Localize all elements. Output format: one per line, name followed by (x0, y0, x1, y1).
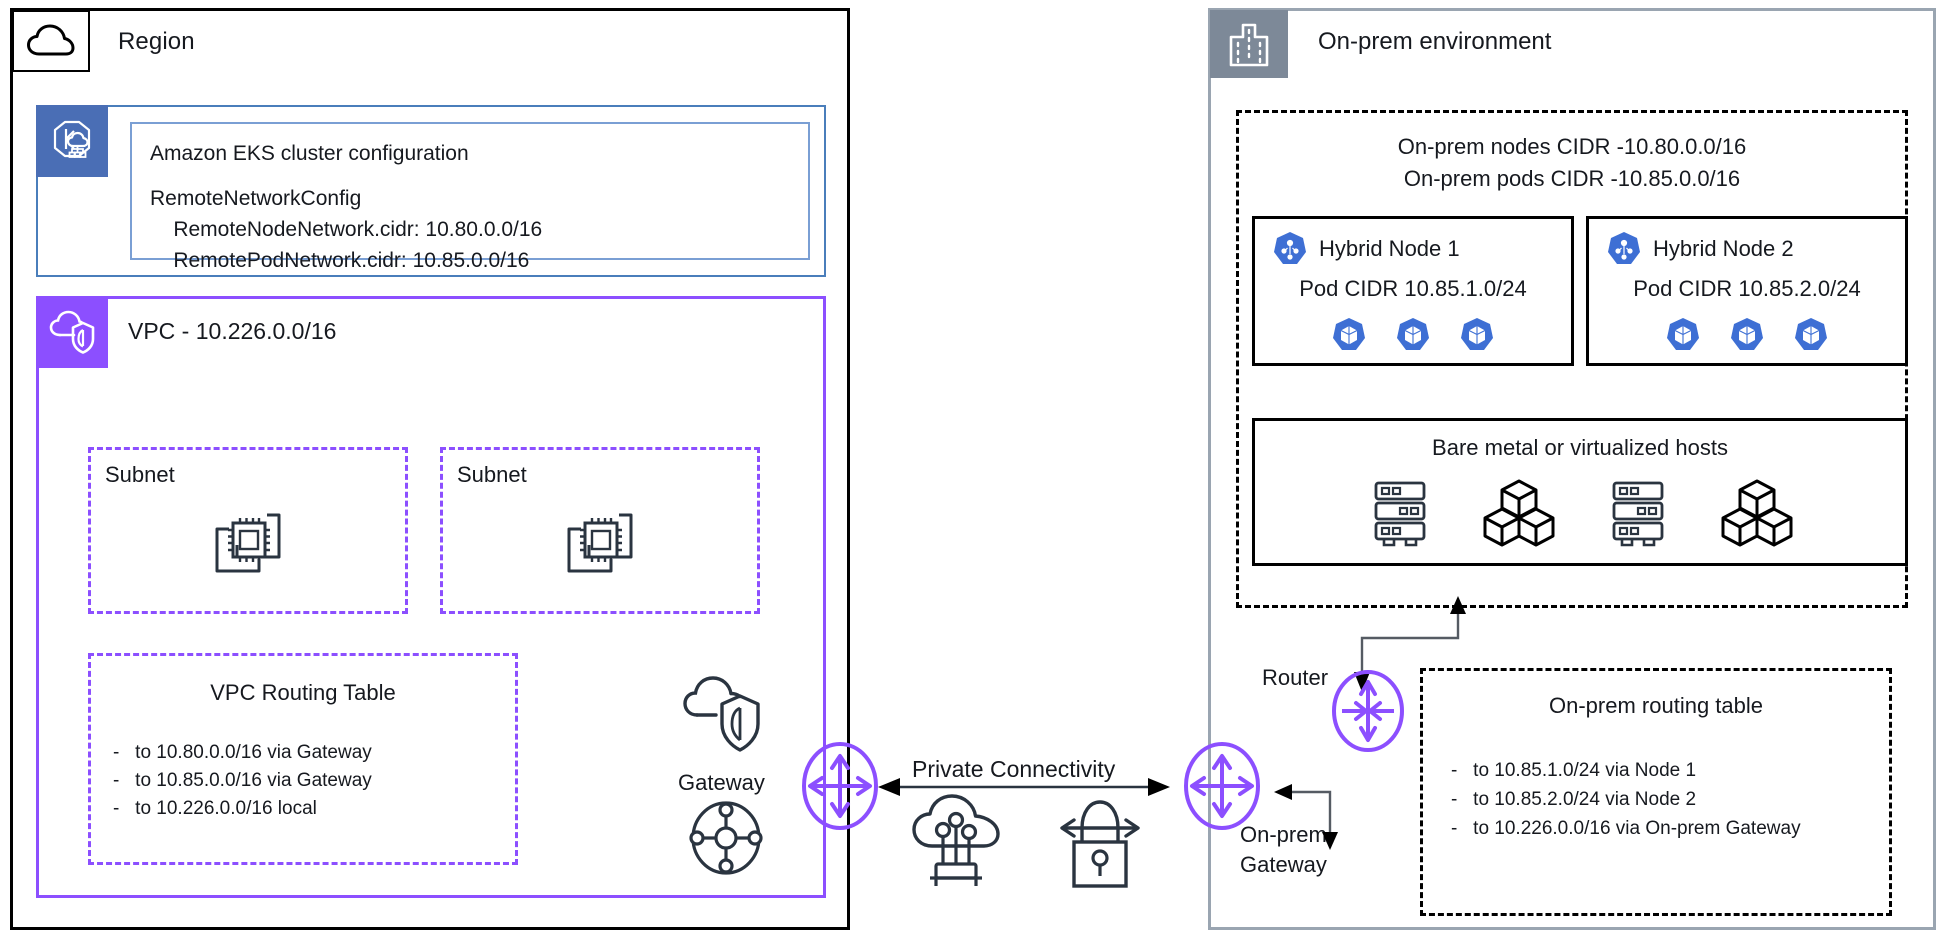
eks-config-line-1: RemoteNodeNetwork.cidr: 10.80.0.0/16 (150, 218, 543, 241)
onprem-nodes-cidr: On-prem nodes CIDR -10.80.0.0/16 (1397, 134, 1747, 159)
building-onprem-icon (1210, 10, 1288, 78)
ec2-instances-icon (559, 505, 641, 581)
router-to-gateway-connector (1268, 768, 1378, 858)
pod-icon (1332, 317, 1366, 353)
containers-cubes-icon (1721, 477, 1793, 549)
onprem-gateway-label-line2: Gateway (1240, 852, 1327, 877)
pod-icon (1730, 317, 1764, 353)
cloud-shield-gateway-icon (682, 672, 768, 756)
vpc-route-row: - to 10.85.0.0/16 via Gateway (113, 770, 372, 791)
private-connectivity-label: Private Connectivity (912, 756, 1116, 782)
vpn-lock-icon (1052, 790, 1148, 890)
private-connectivity-arrow (874, 775, 1174, 799)
network-hub-icon (688, 800, 764, 876)
hybrid-node-1: Hybrid Node 1 Pod CIDR 10.85.1.0/24 (1252, 216, 1574, 366)
onprem-route-row: - to 10.85.1.0/24 via Node 1 (1451, 760, 1697, 781)
direct-connect-cloud-icon (910, 790, 1004, 890)
bare-metal-hosts: Bare metal or virtualized hosts (1252, 418, 1908, 566)
containers-cubes-icon (1483, 477, 1555, 549)
hybrid-node-2-pods (1589, 317, 1905, 353)
router-label: Router (1262, 665, 1329, 690)
onprem-route-row: - to 10.226.0.0/16 via On-prem Gateway (1451, 818, 1801, 839)
server-rack-icon (1368, 477, 1432, 549)
eks-config-panel: Amazon EKS cluster configuration RemoteN… (130, 122, 810, 272)
subnet-2-label: Subnet (457, 462, 527, 487)
router-to-hosts-connector (1330, 596, 1466, 692)
ec2-instances-icon (207, 505, 289, 581)
onprem-title: On-prem environment (1318, 28, 1552, 55)
hybrid-node-2-pod-cidr: Pod CIDR 10.85.2.0/24 (1633, 276, 1861, 301)
onprem-gateway-router-icon (1182, 740, 1262, 832)
gateway-label: Gateway (678, 770, 765, 795)
pod-icon (1666, 317, 1700, 353)
vpc-title: VPC - 10.226.0.0/16 (128, 318, 337, 344)
amazon-eks-icon (36, 105, 108, 177)
kubernetes-node-icon (1607, 231, 1641, 267)
eks-heading: Amazon EKS cluster configuration (150, 142, 469, 165)
aws-gateway-router-icon (800, 740, 880, 832)
onprem-pods-cidr: On-prem pods CIDR -10.85.0.0/16 (1403, 166, 1741, 191)
vpc-route-row: - to 10.80.0.0/16 via Gateway (113, 742, 372, 763)
vpc-route-row: - to 10.226.0.0/16 local (113, 798, 317, 819)
region-icon-badge (12, 10, 90, 72)
hybrid-node-1-pods (1255, 317, 1571, 353)
eks-config-title: RemoteNetworkConfig (150, 187, 362, 210)
subnet-1: Subnet (88, 447, 408, 614)
bare-metal-title: Bare metal or virtualized hosts (1432, 435, 1728, 460)
hybrid-node-2-name: Hybrid Node 2 (1653, 236, 1794, 261)
kubernetes-node-icon (1273, 231, 1307, 267)
region-title: Region (118, 28, 195, 55)
hybrid-node-2: Hybrid Node 2 Pod CIDR 10.85.2.0/24 (1586, 216, 1908, 366)
server-rack-icon (1606, 477, 1670, 549)
onprem-routing-table-title: On-prem routing table (1549, 693, 1763, 718)
eks-config-line-2: RemotePodNetwork.cidr: 10.85.0.0/16 (150, 249, 530, 272)
cloud-region-icon (27, 24, 75, 58)
vpc-icon (36, 296, 108, 368)
pod-icon (1396, 317, 1430, 353)
onprem-route-row: - to 10.85.2.0/24 via Node 2 (1451, 789, 1697, 810)
hybrid-node-1-pod-cidr: Pod CIDR 10.85.1.0/24 (1299, 276, 1527, 301)
pod-icon (1794, 317, 1828, 353)
router-arrows-icon (1330, 668, 1406, 754)
vpc-routing-table-title: VPC Routing Table (210, 680, 396, 705)
vpc-routing-table: VPC Routing Table - to 10.80.0.0/16 via … (88, 653, 518, 865)
connectivity-icons (910, 790, 1148, 890)
subnet-2: Subnet (440, 447, 760, 614)
pod-icon (1460, 317, 1494, 353)
onprem-gateway-label-line1: On-prem (1240, 822, 1327, 847)
onprem-gateway-label: On-prem Gateway (1240, 820, 1327, 880)
onprem-routing-table: On-prem routing table - to 10.85.1.0/24 … (1420, 668, 1892, 916)
hybrid-node-1-name: Hybrid Node 1 (1319, 236, 1460, 261)
subnet-1-label: Subnet (105, 462, 175, 487)
